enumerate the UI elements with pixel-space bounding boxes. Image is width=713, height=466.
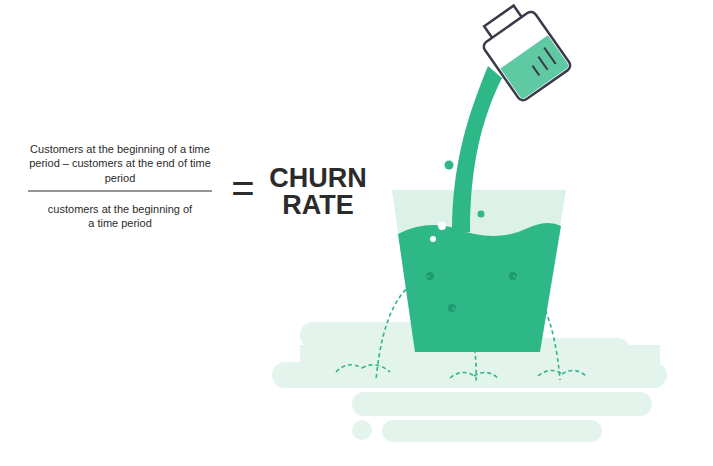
formula-numerator: Customers at the beginning of a time per… bbox=[20, 142, 220, 185]
churn-rate-title: CHURN RATE bbox=[262, 165, 374, 219]
leak-holes bbox=[426, 272, 517, 312]
drops bbox=[430, 161, 485, 243]
equals-sign: = bbox=[226, 168, 260, 208]
water-stream bbox=[452, 66, 502, 232]
water bbox=[398, 223, 561, 352]
formula-denominator: customers at the beginning of a time per… bbox=[45, 202, 195, 231]
leak-streams bbox=[336, 276, 586, 384]
glass bbox=[392, 190, 566, 352]
fraction-bar bbox=[28, 190, 212, 191]
pitcher bbox=[473, 0, 572, 103]
